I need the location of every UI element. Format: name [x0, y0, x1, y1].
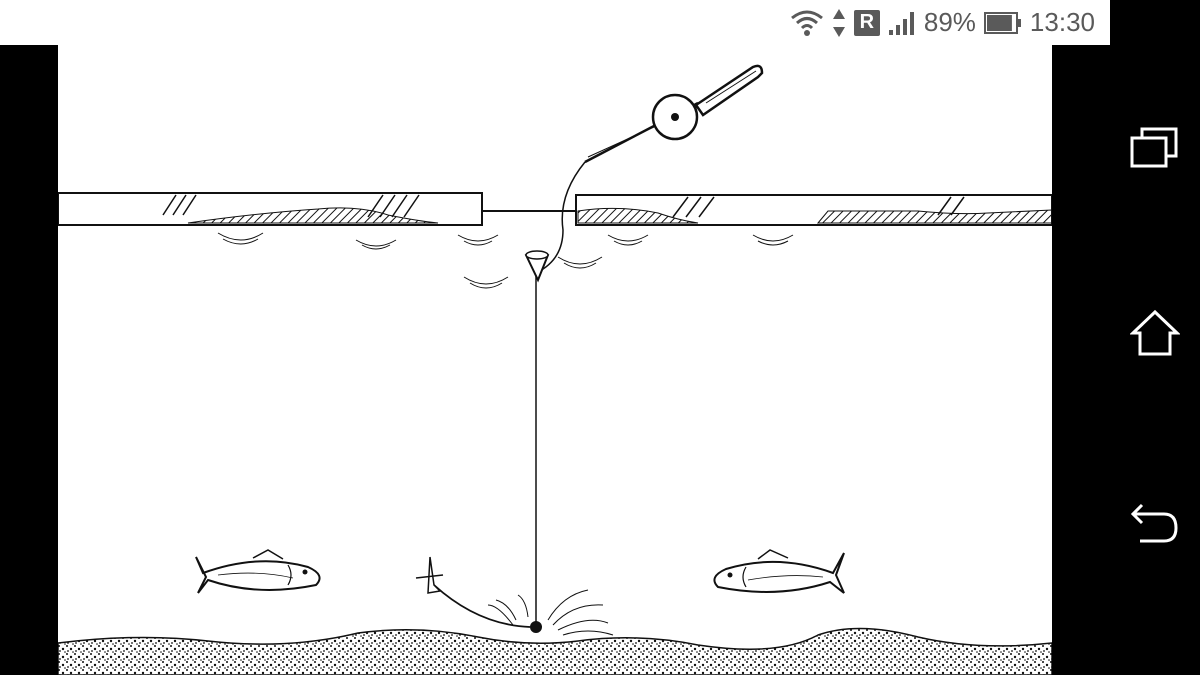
image-viewer[interactable] [58, 45, 1052, 675]
fish-right [713, 549, 845, 594]
lake-bottom [58, 627, 1052, 675]
roaming-icon: R [853, 9, 880, 36]
float [524, 250, 550, 283]
signal-icon [888, 10, 916, 36]
home-button[interactable] [1110, 290, 1200, 380]
ice-layer-left [58, 192, 483, 226]
status-icons: R 89% 13:30 [790, 0, 1095, 45]
sinker [487, 589, 614, 636]
bait-rig [415, 556, 531, 628]
data-arrows-icon [832, 8, 846, 38]
wifi-icon [790, 9, 824, 37]
ice-layer-right [575, 194, 1052, 226]
recent-apps-button[interactable] [1110, 105, 1200, 195]
back-icon [1130, 501, 1180, 550]
ripples [217, 232, 794, 289]
navigation-bar [1110, 45, 1200, 675]
ice-fishing-illustration [58, 64, 1052, 675]
status-bar: R 89% 13:30 [0, 0, 1110, 45]
battery-icon [983, 11, 1022, 35]
battery-percent: 89% [923, 7, 976, 37]
fish-left [195, 549, 321, 594]
fishing-rod [584, 64, 764, 164]
home-icon [1129, 309, 1181, 362]
fishing-line [535, 161, 586, 623]
recent-apps-icon [1130, 126, 1180, 175]
back-button[interactable] [1110, 480, 1200, 570]
clock: 13:30 [1029, 7, 1095, 37]
